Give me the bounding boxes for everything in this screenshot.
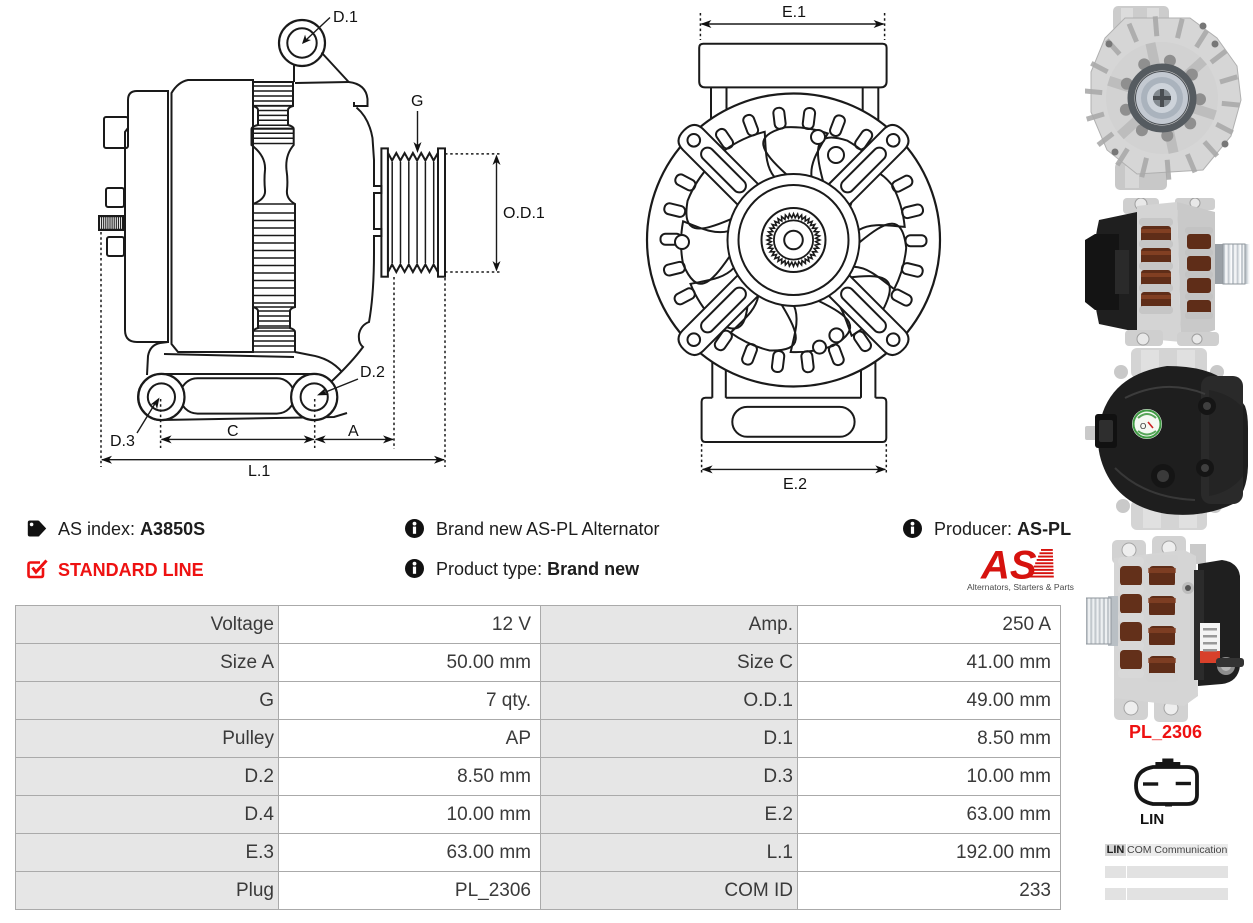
svg-text:D.1: D.1 [333,9,358,26]
svg-text:E.1: E.1 [782,4,806,21]
svg-text:O.D.1: O.D.1 [503,205,545,222]
svg-text:L.1: L.1 [248,463,270,480]
svg-text:Alternators, Starters & Parts: Alternators, Starters & Parts [967,582,1074,592]
svg-text:E.2: E.2 [783,476,807,493]
svg-text:AS: AS [980,544,1037,588]
svg-text:G: G [411,93,423,110]
svg-text:A: A [348,423,359,440]
svg-text:C: C [227,423,239,440]
svg-text:D.2: D.2 [360,364,385,381]
svg-text:D.3: D.3 [110,433,135,450]
svg-text:O: O [1140,422,1146,431]
